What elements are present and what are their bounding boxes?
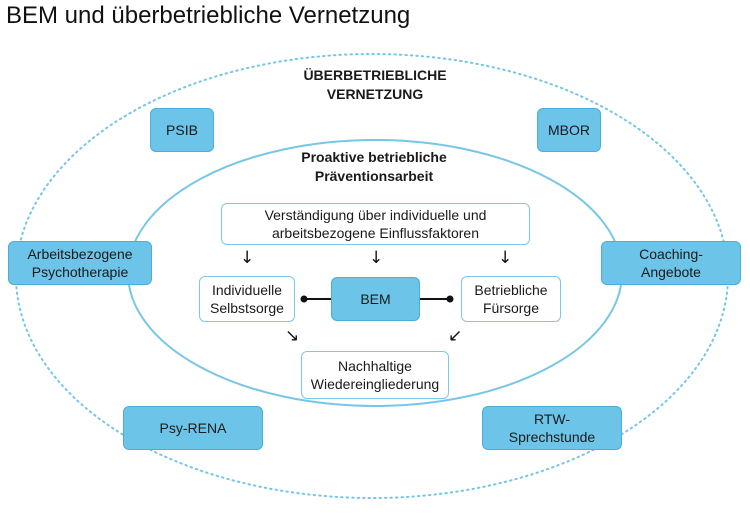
betriebliche-fuersorge-box: Betriebliche Fürsorge (461, 276, 561, 322)
nachhaltige-line2: Wiedereingliederung (310, 376, 440, 392)
arbeitsbezogene-label-line1: Arbeitsbezogene (27, 246, 133, 262)
nachhaltige-line1: Nachhaltige (338, 358, 412, 374)
inner-heading-line1: Proaktive betriebliche (301, 149, 447, 165)
outer-heading: ÜBERBETRIEBLICHE VERNETZUNG (275, 66, 475, 104)
psy-rena-label: Psy-RENA (159, 420, 227, 436)
arrow-down-left-icon: ↓ (240, 248, 255, 268)
coaching-label-line1: Coaching- (639, 246, 703, 262)
betriebliche-line2: Fürsorge (482, 300, 540, 316)
arbeitsbezogene-psychotherapie-box: Arbeitsbezogene Psychotherapie (8, 241, 152, 285)
verstaendigung-line2: arbeitsbezogene Einflussfaktoren (271, 225, 480, 241)
arbeitsbezogene-label-line2: Psychotherapie (31, 264, 129, 280)
page-title: BEM und überbetriebliche Vernetzung (6, 2, 411, 29)
bem-connector-left (300, 295, 331, 303)
coaching-label-line2: Angebote (641, 264, 701, 280)
outer-heading-line1: ÜBERBETRIEBLICHE (303, 67, 447, 83)
verstaendigung-box: Verständigung über individuelle und arbe… (221, 203, 530, 245)
psib-label: PSIB (166, 122, 198, 138)
individuelle-line2: Selbstsorge (210, 300, 284, 316)
rtw-sprechstunde-box: RTW- Sprechstunde (482, 406, 622, 450)
verstaendigung-line1: Verständigung über individuelle und (264, 207, 487, 223)
betriebliche-line1: Betriebliche (474, 282, 548, 298)
bem-box: BEM (331, 277, 420, 321)
arrow-down-left-diagonal-icon: ↙ (448, 326, 463, 346)
arrow-down-center-icon: ↓ (369, 248, 384, 268)
mbor-label: MBOR (548, 122, 590, 138)
inner-heading: Proaktive betriebliche Präventionsarbeit (272, 148, 476, 186)
individuelle-selbstsorge-box: Individuelle Selbstsorge (199, 276, 295, 322)
rtw-label-line2: Sprechstunde (508, 429, 596, 445)
psib-box: PSIB (150, 108, 214, 152)
arrow-down-right-diagonal-icon: ↘ (285, 326, 300, 346)
coaching-angebote-box: Coaching- Angebote (601, 241, 741, 285)
outer-heading-line2: VERNETZUNG (326, 86, 424, 102)
bem-label: BEM (360, 291, 391, 307)
arrow-down-right-icon: ↓ (498, 248, 513, 268)
mbor-box: MBOR (537, 108, 601, 152)
bem-connector-right (420, 295, 454, 303)
inner-heading-line2: Präventionsarbeit (314, 168, 434, 184)
nachhaltige-wiedereingliederung-box: Nachhaltige Wiedereingliederung (301, 351, 449, 399)
psy-rena-box: Psy-RENA (123, 406, 263, 450)
rtw-label-line1: RTW- (533, 411, 571, 427)
individuelle-line1: Individuelle (211, 282, 283, 298)
